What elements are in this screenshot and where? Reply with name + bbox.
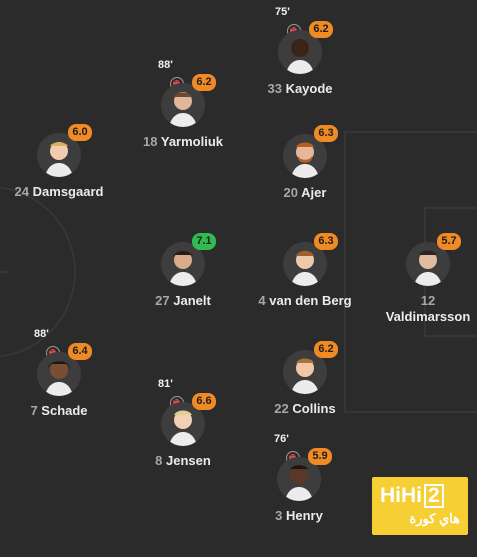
player-yarmoliuk[interactable]: 88' 6.2 18 Yarmoliuk	[118, 59, 248, 183]
player-photo	[161, 242, 205, 286]
player-henry[interactable]: 76' 5.9 3 Henry	[234, 433, 364, 557]
sub-minute: 88'	[34, 328, 49, 340]
player-label: 24 Damsgaard	[14, 184, 104, 199]
player-photo	[37, 133, 81, 177]
player-label: 22 Collins	[274, 401, 336, 416]
player-schade[interactable]: 88' 6.4 7 Schade	[0, 328, 124, 452]
player-label: 18 Yarmoliuk	[143, 134, 223, 149]
player-label: 20 Ajer	[283, 185, 327, 200]
rating-badge: 6.3	[314, 125, 338, 142]
watermark-arabic-text: هاي كورة	[409, 511, 460, 526]
player-kayode[interactable]: 75' 6.2 33 Kayode	[235, 6, 365, 130]
rating-badge: 6.4	[68, 343, 92, 360]
player-label: 3 Henry	[275, 508, 323, 523]
player-label: 33 Kayode	[267, 81, 333, 96]
rating-badge: 6.3	[314, 233, 338, 250]
player-photo	[161, 83, 205, 127]
player-ajer[interactable]: 6.3 20 Ajer	[240, 125, 370, 234]
player-label: 8 Jensen	[155, 453, 211, 468]
player-damsgaard[interactable]: 6.0 24 Damsgaard	[0, 124, 124, 233]
player-jensen[interactable]: 81' 6.6 8 Jensen	[118, 378, 248, 502]
player-label: 4 van den Berg	[258, 293, 352, 308]
player-photo	[278, 30, 322, 74]
player-van-den-berg[interactable]: 6.3 4 van den Berg	[240, 233, 370, 342]
rating-badge: 6.0	[68, 124, 92, 141]
sub-minute: 81'	[158, 378, 173, 390]
rating-badge: 7.1	[192, 233, 216, 250]
rating-badge: 6.2	[192, 74, 216, 91]
rating-badge: 6.2	[314, 341, 338, 358]
player-photo	[283, 134, 327, 178]
sub-minute: 76'	[274, 433, 289, 445]
player-photo	[283, 350, 327, 394]
player-photo	[277, 457, 321, 501]
player-label: 7 Schade	[30, 403, 88, 418]
rating-badge: 6.6	[192, 393, 216, 410]
player-label: 27 Janelt	[155, 293, 211, 308]
player-collins[interactable]: 6.2 22 Collins	[240, 341, 370, 450]
player-janelt[interactable]: 7.1 27 Janelt	[118, 233, 248, 342]
rating-badge: 5.9	[308, 448, 332, 465]
sub-minute: 75'	[275, 6, 290, 18]
rating-badge: 5.7	[437, 233, 461, 250]
rating-badge: 6.2	[309, 21, 333, 38]
sub-minute: 88'	[158, 59, 173, 71]
